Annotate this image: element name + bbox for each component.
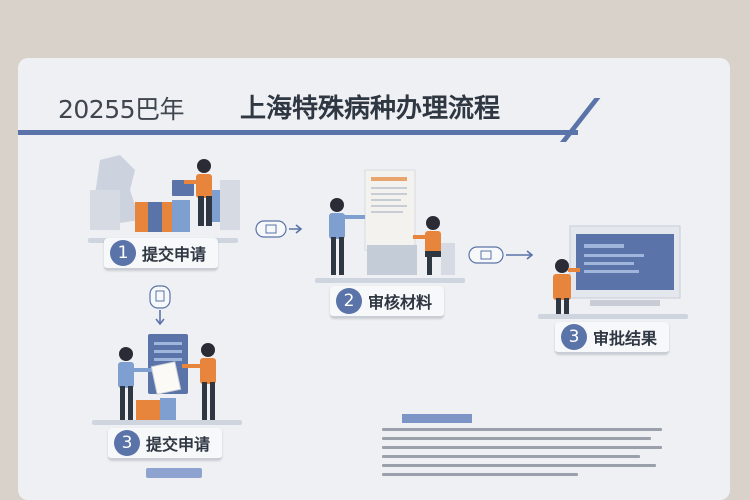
shelf-step-4 xyxy=(92,420,242,425)
notes-text-block xyxy=(382,428,662,482)
step-1-number: 1 xyxy=(110,240,136,266)
scene-submit-application xyxy=(90,155,240,232)
notes-title-bar xyxy=(402,414,472,423)
step-2-text: 审核材料 xyxy=(368,293,433,312)
scene-approval-result xyxy=(553,225,681,318)
step-1-text: 提交申请 xyxy=(142,245,207,264)
step-4-text: 提交申请 xyxy=(146,435,211,454)
scene-review-materials xyxy=(329,169,455,275)
title-underline xyxy=(18,130,578,135)
step-4-number: 3 xyxy=(114,430,140,456)
footer-tag xyxy=(146,468,202,478)
scene-submit-application-2 xyxy=(118,334,216,420)
step-2-number: 2 xyxy=(336,288,362,314)
shelf-step-3 xyxy=(538,314,688,319)
document-arrow-icon xyxy=(255,220,303,238)
step-3-text: 审批结果 xyxy=(593,329,658,348)
arrow-down-icon xyxy=(149,285,171,326)
step-1-label: 1 提交申请 xyxy=(104,238,219,270)
step-3-number: 3 xyxy=(561,324,587,350)
document-arrow-icon xyxy=(468,246,534,264)
shelf-step-2 xyxy=(315,278,465,283)
title-year: 20255巴年 xyxy=(58,95,185,124)
page-title: 上海特殊病种办理流程 xyxy=(240,94,501,124)
step-4-label: 3 提交申请 xyxy=(108,428,223,460)
step-3-label: 3 审批结果 xyxy=(555,322,670,354)
step-2-label: 2 审核材料 xyxy=(330,286,445,318)
